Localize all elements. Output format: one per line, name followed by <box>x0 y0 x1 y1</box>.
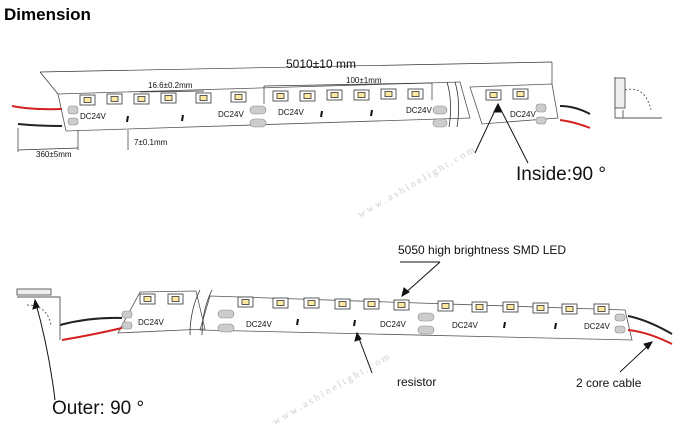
bottom-leds <box>139 293 610 315</box>
led-emitter <box>110 96 119 102</box>
top-pads <box>67 103 547 128</box>
led-emitter <box>489 92 498 98</box>
top-resistors <box>126 109 373 123</box>
led-emitter <box>199 95 208 101</box>
led-emitter <box>565 306 574 312</box>
page-heading: Dimension <box>4 5 91 24</box>
led-emitter <box>475 304 484 310</box>
led-emitter <box>516 91 525 97</box>
led-emitter <box>506 304 515 310</box>
total-length-label: 5010±10 mm <box>286 57 356 71</box>
bottom-left-wires <box>59 316 123 341</box>
width-label: 7±0.1mm <box>134 138 168 147</box>
resistor-label: resistor <box>397 375 437 389</box>
inside-bend-label: Inside:90 ° <box>516 164 606 185</box>
led-emitter <box>241 299 250 305</box>
lead-length-label: 360±5mm <box>36 150 72 159</box>
cut-length-label: 100±1mm <box>346 76 382 85</box>
led-emitter <box>276 93 285 99</box>
watermark-top: w w w . a s h i n e l i g h t . c o m <box>356 145 477 221</box>
top-voltage-5: DC24V <box>510 110 536 119</box>
bottom-resistors <box>296 318 557 330</box>
led-emitter <box>83 97 92 103</box>
top-strip-body-left <box>57 81 471 132</box>
led-emitter <box>164 95 173 101</box>
outer-bend-label: Outer: 90 ° <box>52 398 145 419</box>
bottom-voltage-5: DC24V <box>584 322 610 331</box>
led-emitter <box>357 92 366 98</box>
inside-arrows <box>474 102 529 164</box>
led-emitter <box>330 92 339 98</box>
cable-label: 2 core cable <box>576 376 642 390</box>
led-emitter <box>367 301 376 307</box>
bottom-pads <box>121 309 626 335</box>
bottom-voltage-4: DC24V <box>452 321 478 330</box>
bottom-strip <box>117 289 633 341</box>
watermark-bottom: w w w . a s h i n e l i g h t . c o m <box>271 352 392 427</box>
led-emitter <box>143 296 152 302</box>
bottom-strip-body-left <box>117 290 206 334</box>
inside-bend-icon <box>614 77 662 119</box>
led-emitter <box>307 300 316 306</box>
top-voltage-2: DC24V <box>218 110 244 119</box>
led-emitter <box>536 305 545 311</box>
top-strip-body-right <box>469 83 559 125</box>
led-emitter <box>441 303 450 309</box>
led-emitter <box>384 91 393 97</box>
top-voltage-3: DC24V <box>278 108 304 117</box>
top-leds <box>79 88 529 106</box>
led-emitter <box>234 94 243 100</box>
led-emitter <box>411 91 420 97</box>
annotation-leaders <box>32 261 654 401</box>
top-left-wires <box>11 105 63 127</box>
led-emitter <box>397 302 406 308</box>
top-voltage-4: DC24V <box>406 106 432 115</box>
led-emitter <box>137 96 146 102</box>
top-voltage-1: DC24V <box>80 112 106 121</box>
bottom-voltage-1: DC24V <box>138 318 164 327</box>
bottom-right-wires <box>627 315 673 345</box>
top-dimension-lines <box>17 61 553 152</box>
led-emitter <box>338 301 347 307</box>
bottom-voltage-3: DC24V <box>380 320 406 329</box>
led-type-label: 5050 high brightness SMD LED <box>398 243 567 257</box>
top-strip <box>57 81 559 132</box>
top-right-wires <box>559 105 591 129</box>
led-emitter <box>597 306 606 312</box>
led-emitter <box>303 93 312 99</box>
led-pitch-label: 16.6±0.2mm <box>148 81 193 90</box>
bottom-strip-body-right <box>199 295 633 341</box>
outer-bend-icon <box>16 288 61 340</box>
led-emitter <box>276 300 285 306</box>
led-emitter <box>171 296 180 302</box>
bottom-voltage-2: DC24V <box>246 320 272 329</box>
